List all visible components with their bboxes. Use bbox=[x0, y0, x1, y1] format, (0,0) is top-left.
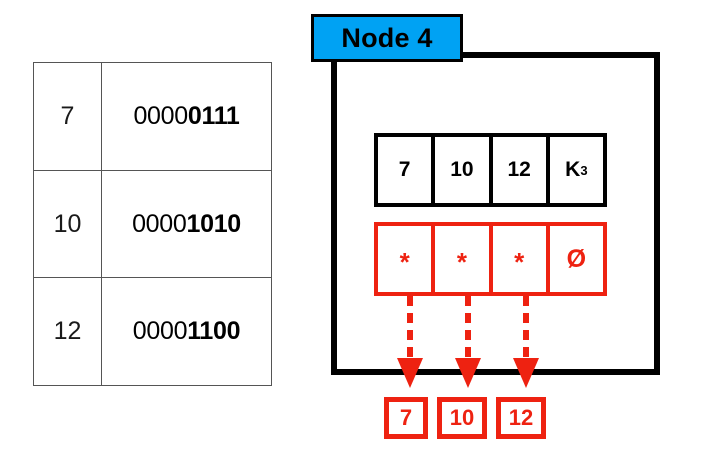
decimal-cell: 12 bbox=[34, 278, 102, 386]
binary-suffix: 0111 bbox=[187, 101, 240, 130]
node-title-label: Node 4 bbox=[341, 22, 433, 53]
pointer-arrow-icon bbox=[397, 296, 423, 388]
pointer-cell: * bbox=[493, 226, 550, 292]
key-cell: 7 bbox=[378, 137, 436, 203]
leaf-value-text: 10 bbox=[449, 405, 475, 430]
leaf-value-box: 12 bbox=[496, 397, 546, 439]
node-pointer-row: * * * Ø bbox=[374, 222, 607, 296]
binary-prefix: 0000 bbox=[132, 317, 188, 346]
key-cell-text: 10 bbox=[450, 158, 474, 181]
node-title-badge: Node 4 bbox=[311, 14, 463, 62]
decimal-cell: 7 bbox=[34, 63, 102, 170]
pointer-cell: * bbox=[378, 226, 436, 292]
arrow-head-icon bbox=[397, 358, 423, 388]
arrow-stem-icon bbox=[523, 296, 529, 360]
arrow-stem-icon bbox=[407, 296, 413, 360]
binary-prefix: 0000 bbox=[133, 101, 188, 130]
key-cell-text: 12 bbox=[507, 158, 531, 181]
node-container bbox=[331, 52, 660, 375]
pointer-cell: * bbox=[435, 226, 493, 292]
pointer-star-icon: * bbox=[399, 247, 410, 278]
key-cell-text: K bbox=[565, 158, 581, 181]
leaf-value-box: 7 bbox=[384, 397, 428, 439]
binary-suffix: 1010 bbox=[186, 209, 242, 238]
pointer-star-icon: * bbox=[514, 247, 525, 278]
arrow-stem-icon bbox=[465, 296, 471, 360]
pointer-cell: Ø bbox=[550, 226, 603, 292]
key-cell-subscript: 3 bbox=[580, 162, 588, 178]
arrow-head-icon bbox=[455, 358, 481, 388]
binary-suffix: 1100 bbox=[187, 317, 241, 346]
pointer-star-icon: * bbox=[456, 247, 467, 278]
leaf-value-text: 12 bbox=[508, 405, 534, 430]
pointer-arrow-icon bbox=[513, 296, 539, 388]
key-cell-text: 7 bbox=[398, 158, 411, 181]
leaf-value-box: 10 bbox=[437, 397, 487, 439]
key-cell: 12 bbox=[493, 137, 550, 203]
arrow-head-icon bbox=[513, 358, 539, 388]
null-pointer-icon: Ø bbox=[566, 244, 587, 273]
leaf-value-text: 7 bbox=[399, 405, 413, 430]
key-cell: 10 bbox=[435, 137, 493, 203]
decimal-cell: 10 bbox=[34, 170, 102, 278]
pointer-arrow-icon bbox=[455, 296, 481, 388]
binary-prefix: 0000 bbox=[132, 209, 187, 238]
